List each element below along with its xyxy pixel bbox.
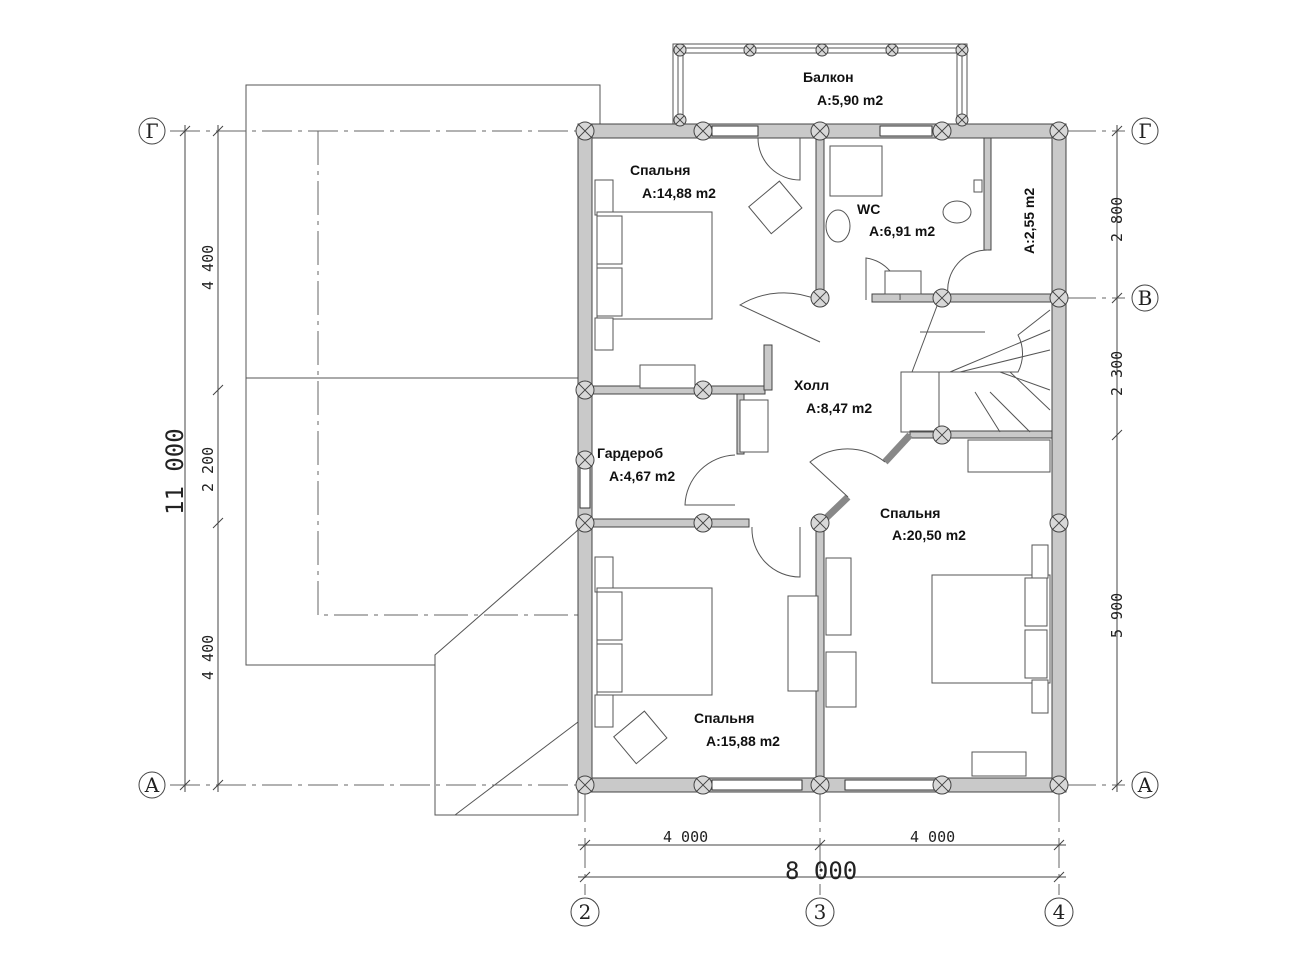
room-name-hall: Холл xyxy=(794,377,829,393)
column-marker-icon xyxy=(1049,513,1069,533)
column-marker-icon xyxy=(932,775,952,795)
room-name-bedroom-3: Спальня xyxy=(694,710,754,726)
room-area-bedroom-2: A:20,50 m2 xyxy=(892,527,966,543)
dim-right-2: 2 300 xyxy=(1108,351,1126,396)
dim-left-total: 11 000 xyxy=(161,428,189,515)
room-area-balcony: A:5,90 m2 xyxy=(817,92,883,108)
balcony xyxy=(672,43,968,127)
room-area-storage: A:2,55 m2 xyxy=(1021,188,1037,254)
column-marker-icon xyxy=(932,288,952,308)
axis-4: 4 xyxy=(1053,900,1066,924)
dim-bottom-2: 4 000 xyxy=(910,828,955,846)
room-name-bedroom-2: Спальня xyxy=(880,505,940,521)
room-labels: Балкон A:5,90 m2 Спальня A:14,88 m2 WC A… xyxy=(597,69,1037,749)
dimension-labels: 4 400 2 200 4 400 11 000 2 800 2 300 5 9… xyxy=(161,197,1126,885)
room-area-hall: A:8,47 m2 xyxy=(806,400,872,416)
axis-a-right: А xyxy=(1137,773,1152,797)
column-marker-icon xyxy=(815,43,829,57)
staircase xyxy=(900,297,1051,433)
column-marker-icon xyxy=(1049,775,1069,795)
column-marker-icon xyxy=(693,513,713,533)
axis-v-right: В xyxy=(1138,286,1153,310)
column-marker-icon xyxy=(810,121,830,141)
dim-bottom-total: 8 000 xyxy=(785,857,857,885)
column-marker-icon xyxy=(673,113,687,127)
column-marker-icon xyxy=(693,380,713,400)
column-marker-icon xyxy=(1049,121,1069,141)
doors xyxy=(684,137,989,578)
axis-g-left: Г xyxy=(145,119,158,143)
column-marker-icon xyxy=(575,121,595,141)
dim-bottom-1: 4 000 xyxy=(663,828,708,846)
column-marker-icon xyxy=(955,43,969,57)
dim-left-2: 2 200 xyxy=(199,447,217,492)
log-columns xyxy=(575,43,1069,795)
column-marker-icon xyxy=(693,775,713,795)
axis-markers xyxy=(138,117,1159,927)
column-marker-icon xyxy=(810,513,830,533)
column-marker-icon xyxy=(932,121,952,141)
dim-left-1: 4 400 xyxy=(199,245,217,290)
room-name-wardrobe: Гардероб xyxy=(597,445,664,461)
axis-2: 2 xyxy=(579,900,592,924)
column-marker-icon xyxy=(932,425,952,445)
column-marker-icon xyxy=(885,43,899,57)
furniture xyxy=(594,145,1051,777)
column-marker-icon xyxy=(955,113,969,127)
column-marker-icon xyxy=(673,43,687,57)
dimension-lines xyxy=(179,125,1123,883)
windows xyxy=(579,125,936,791)
axis-a-left: А xyxy=(144,773,159,797)
column-marker-icon xyxy=(810,775,830,795)
room-area-wardrobe: A:4,67 m2 xyxy=(609,468,675,484)
grid-lines xyxy=(170,130,1125,895)
column-marker-icon xyxy=(743,43,757,57)
column-marker-icon xyxy=(693,121,713,141)
column-marker-icon xyxy=(575,513,595,533)
dim-right-1: 2 800 xyxy=(1108,197,1126,242)
room-area-wc: A:6,91 m2 xyxy=(869,223,935,239)
column-marker-icon xyxy=(1049,288,1069,308)
room-name-bedroom-1: Спальня xyxy=(630,162,690,178)
dim-right-3: 5 900 xyxy=(1108,593,1126,638)
room-area-bedroom-3: A:15,88 m2 xyxy=(706,733,780,749)
dim-left-3: 4 400 xyxy=(199,635,217,680)
axis-g-right: Г xyxy=(1138,119,1151,143)
column-marker-icon xyxy=(810,288,830,308)
room-name-balcony: Балкон xyxy=(803,69,854,85)
column-marker-icon xyxy=(575,380,595,400)
column-marker-icon xyxy=(575,450,595,470)
column-marker-icon xyxy=(575,775,595,795)
roof-outline xyxy=(245,84,601,816)
axis-3: 3 xyxy=(814,900,827,924)
room-name-wc: WC xyxy=(857,201,880,217)
room-area-bedroom-1: A:14,88 m2 xyxy=(642,185,716,201)
